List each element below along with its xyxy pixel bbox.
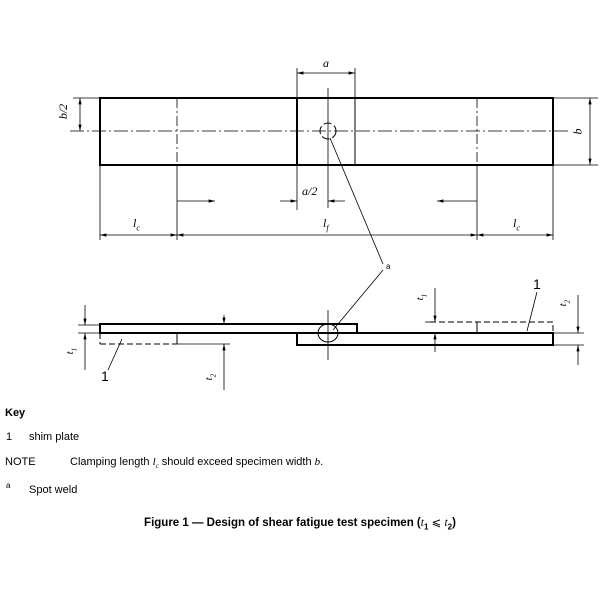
upper-plate [99,323,358,334]
shim-ref-left: 1 [101,368,109,384]
note-text: Clamping length lc should exceed specime… [70,456,324,471]
dim-lc-left-label: lc [133,216,140,233]
t1-left-label: t1 [64,347,79,355]
left-shim [99,333,177,345]
top-view-outline [99,97,554,166]
dim-b-label: b [570,128,585,135]
note-label: NOTE [5,456,36,468]
key-item-text: shim plate [29,431,80,443]
dim-b-half-label: b/2 [56,103,71,120]
dim-a-half-label: a/2 [302,184,318,198]
dim-lf-label: lf [323,216,329,233]
weld-leader-side [332,269,384,331]
key-heading: Key [5,407,26,419]
spot-weld-top [319,122,337,140]
dim-lc-right-label: lc [513,216,520,233]
right-shim [430,321,554,333]
footnote-mark: a [6,481,11,490]
t1-right-label: t1 [414,293,429,301]
weld-callout-label: a [386,262,391,271]
lower-plate [296,332,554,346]
t2-right-label: t2 [557,299,572,307]
key-item-number: 1 [6,431,13,443]
dim-a-label: a [323,56,329,70]
weld-leader-top [329,137,384,265]
footnote-text: Spot weld [29,484,78,496]
shim-ref-right: 1 [533,276,541,292]
figure-caption: Figure 1 — Design of shear fatigue test … [144,517,456,532]
t2-left-label: t2 [203,373,218,381]
